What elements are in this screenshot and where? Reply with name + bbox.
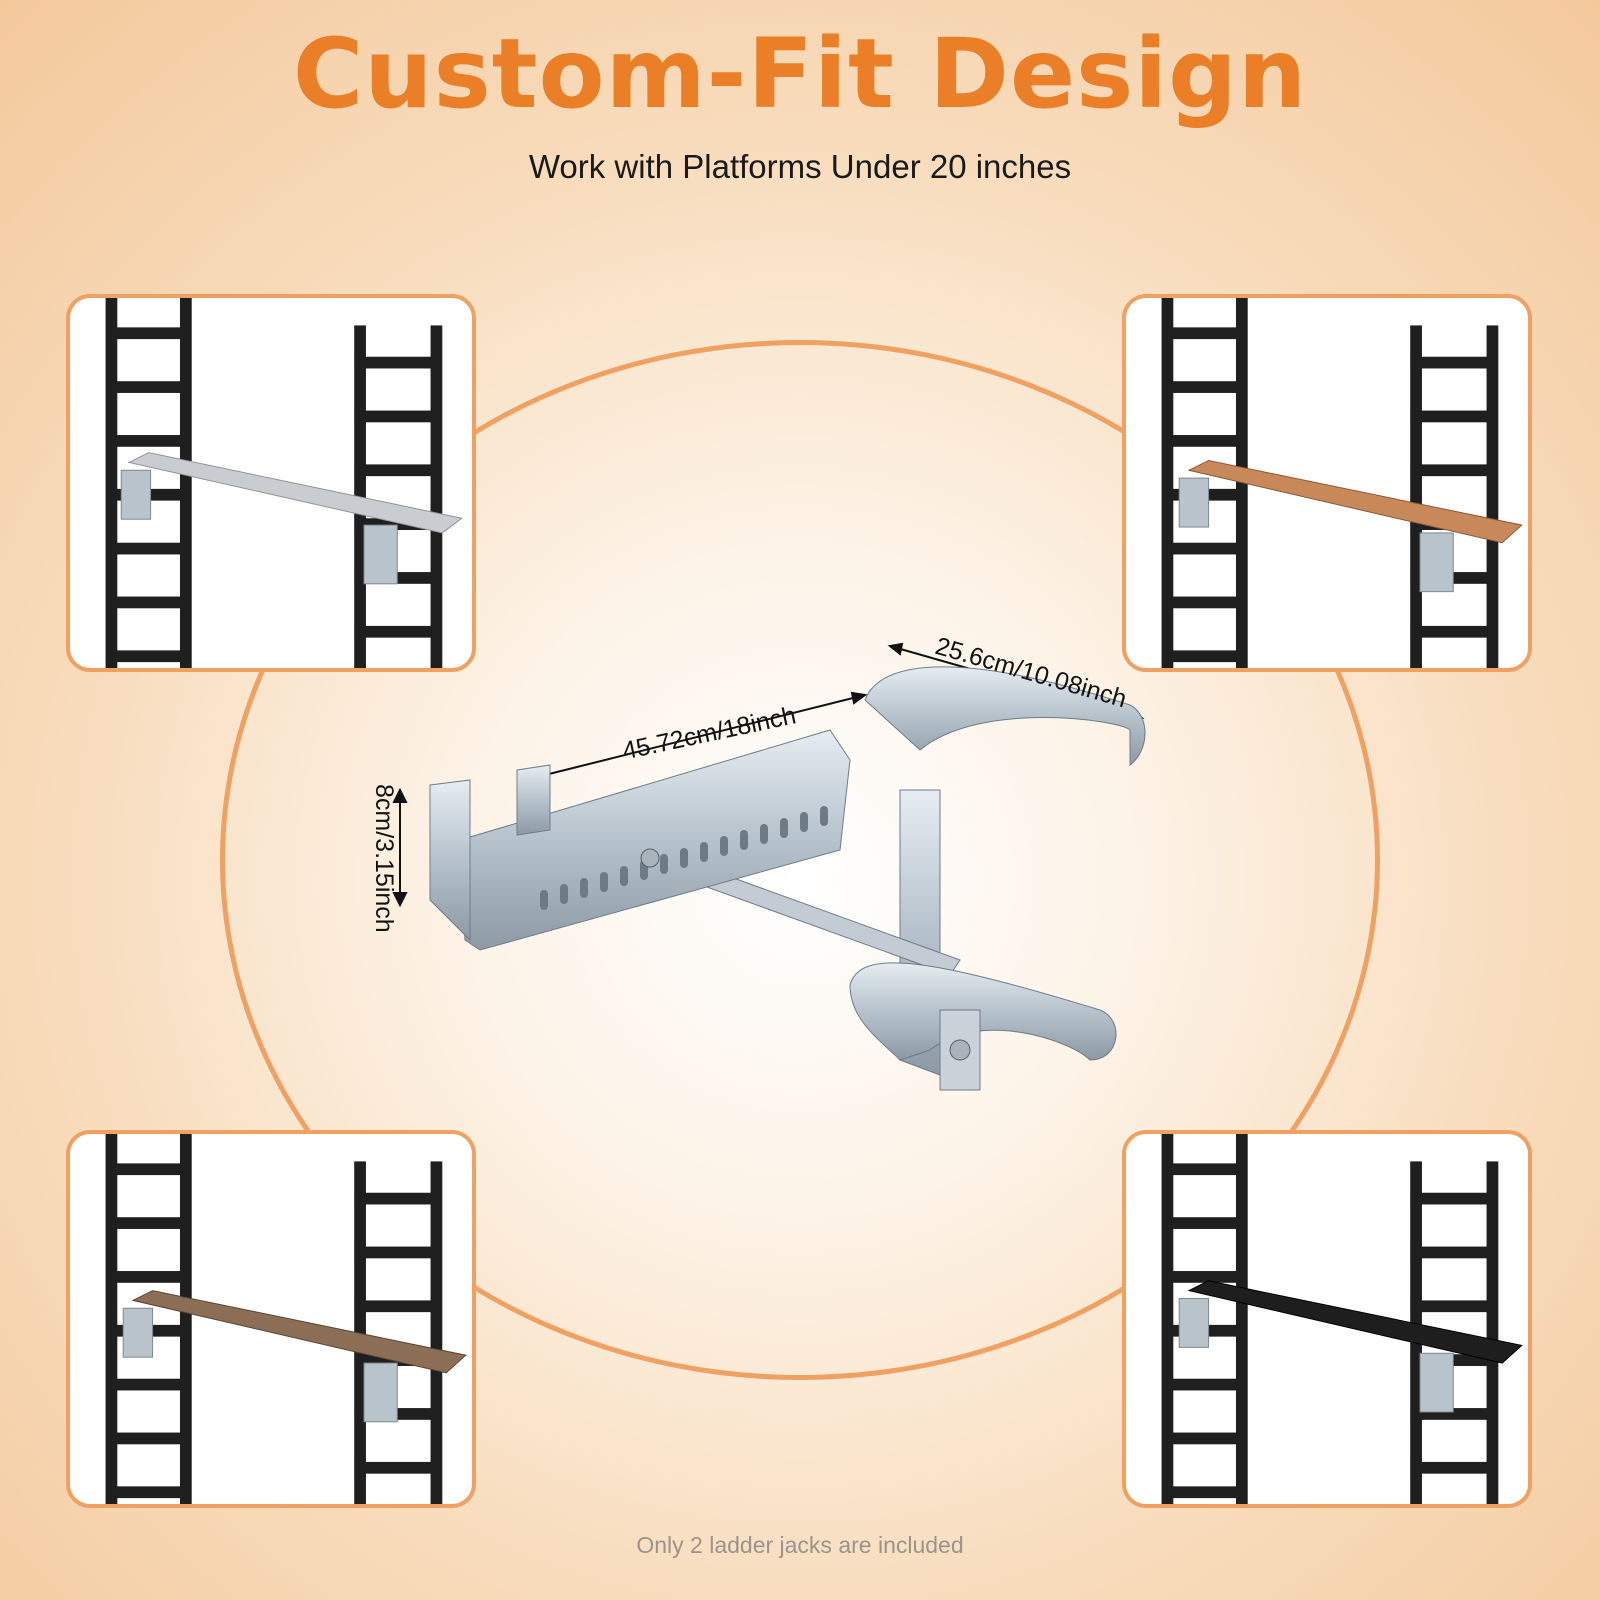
jack-brackets: [1178, 1297, 1454, 1413]
ladder-right: [354, 1161, 443, 1504]
wing-nut: [640, 848, 660, 868]
jack-brackets: [120, 469, 398, 585]
bottom-rung-hook: [849, 962, 1117, 1061]
ladder-scene-black: [1161, 1134, 1523, 1504]
jack-brackets: [1178, 477, 1454, 593]
end-stop-front: [429, 779, 471, 942]
decorative-ring: [220, 340, 1380, 1380]
ladder-scene-wood: [1161, 298, 1523, 668]
clamp-plate: [939, 1009, 981, 1091]
page-title: Custom-Fit Design: [292, 18, 1308, 130]
ladder-right: [354, 325, 443, 668]
top-arm: [459, 729, 851, 951]
panel-black-plank: [1122, 1130, 1532, 1508]
panel-aluminum-plank: [66, 294, 476, 672]
platform-plank: [1187, 1280, 1523, 1364]
ladder-jack-product: [392, 642, 1146, 1091]
page-subtitle: Work with Platforms Under 20 inches: [528, 148, 1072, 185]
footnote: Only 2 ladder jacks are included: [636, 1532, 964, 1558]
panel-perforated-plank: [66, 1130, 476, 1508]
platform-plank: [127, 452, 464, 534]
dimension-label-height: 8cm/3.15inch: [370, 784, 398, 933]
platform-plank: [131, 1290, 467, 1374]
jack-brackets: [122, 1307, 398, 1423]
platform-plank: [1187, 459, 1523, 544]
ladder-right: [1410, 325, 1499, 668]
ladder-scene-perforated: [105, 1134, 467, 1504]
end-stop-rear: [516, 764, 551, 836]
wing-nut: [949, 1039, 971, 1061]
ladder-scene-aluminum: [105, 298, 464, 668]
panel-wood-plank: [1122, 294, 1532, 672]
top-rung-hook: [864, 666, 1146, 767]
